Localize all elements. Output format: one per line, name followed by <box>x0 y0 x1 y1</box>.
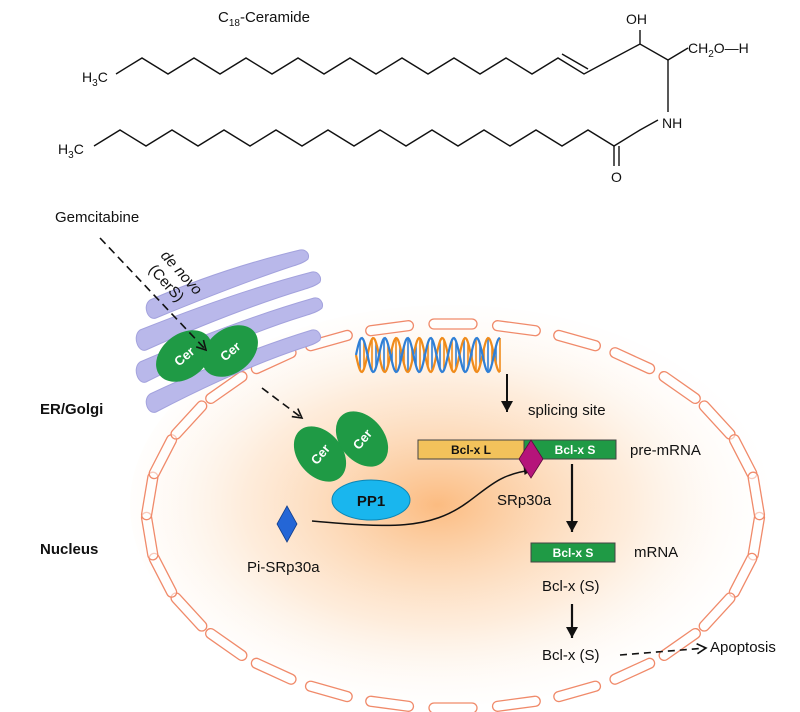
envelope-segment <box>658 370 701 405</box>
envelope-segment <box>491 695 541 712</box>
apoptosis-arrow <box>619 643 708 656</box>
carbonyl-o-label: O <box>611 169 622 185</box>
splicing-site-label: splicing site <box>528 402 606 419</box>
pre-mrna: Bcl-x L Bcl-x S <box>417 439 617 460</box>
chain1-methyl-label: H3C <box>82 69 108 89</box>
envelope-segment <box>553 680 602 703</box>
envelope-segment <box>553 329 601 352</box>
svg-text:Bcl-x S: Bcl-x S <box>553 546 594 560</box>
nh-label: NH <box>662 115 682 131</box>
srp30a-diamond <box>518 439 544 479</box>
dna-strand-2 <box>354 336 501 374</box>
envelope-segment <box>170 400 208 440</box>
pi-srp30a-label: Pi-SRp30a <box>247 559 320 576</box>
envelope-segment <box>491 320 541 337</box>
srp30a-label: SRp30a <box>497 492 552 509</box>
envelope-segment <box>609 657 656 685</box>
envelope-segment <box>428 702 478 712</box>
ch2oh-label: CH2O—H <box>688 40 749 60</box>
nucleus-glow <box>130 305 770 705</box>
dna-strand-1 <box>354 336 501 374</box>
nuclear-envelope <box>140 318 766 712</box>
envelope-segment <box>205 370 248 405</box>
svg-text:Bcl-x S: Bcl-x S <box>555 443 596 457</box>
c2-c1-bond <box>667 47 689 61</box>
bclxs-exon <box>523 439 617 460</box>
envelope-segment <box>747 471 766 521</box>
bclxs-protein-label-1: Bcl-x (S) <box>542 578 600 595</box>
er-membrane-1 <box>145 249 309 319</box>
pre-mrna-label: pre-mRNA <box>630 442 701 459</box>
hydroxyl-label: OH <box>626 11 647 27</box>
envelope-segment <box>365 695 415 712</box>
cer-molecule-nuc-1: Cer <box>293 426 347 482</box>
molecule-name: C18-Ceramide <box>218 9 310 29</box>
envelope-segment <box>365 320 415 337</box>
trans-double-bond <box>561 53 589 70</box>
pp1-body <box>331 479 411 521</box>
ceramide-structure: C18-Ceramide H3C OH CH2O—H NH H3C O <box>58 9 749 185</box>
svg-text:Bcl-x L: Bcl-x L <box>451 443 491 457</box>
envelope-segment <box>205 627 248 662</box>
envelope-segment <box>250 657 297 685</box>
bclxs-protein-label-2: Bcl-x (S) <box>542 647 600 664</box>
dephosphorylation-arrow <box>311 467 533 527</box>
chain2-methyl-label: H3C <box>58 141 84 161</box>
mrna-bclxs-box <box>530 542 616 563</box>
cer-molecule-er-2: Cer <box>202 325 258 377</box>
pp1-complex: PP1 Cer Cer <box>293 411 411 521</box>
mrna-label: mRNA <box>634 544 678 561</box>
nucleus-label: Nucleus <box>40 541 98 558</box>
envelope-segment <box>609 347 656 375</box>
gemcitabine-label: Gemcitabine <box>55 209 139 226</box>
envelope-segment <box>428 318 478 330</box>
er-golgi-label: ER/Golgi <box>40 401 103 418</box>
apoptosis-label: Apoptosis <box>710 639 776 656</box>
sphingoid-chain <box>115 43 669 75</box>
acyl-chain <box>93 119 659 147</box>
envelope-segment <box>304 680 353 703</box>
er-membrane-2 <box>135 271 321 351</box>
pi-srp30a-diamond <box>276 505 298 543</box>
envelope-segment <box>658 627 701 662</box>
dna-helix <box>354 336 501 374</box>
pp1-label: PP1 <box>357 493 385 510</box>
cer-molecule-nuc-2: Cer <box>335 411 389 467</box>
envelope-segment <box>698 592 736 632</box>
er-to-nucleus-arrow <box>261 387 304 419</box>
